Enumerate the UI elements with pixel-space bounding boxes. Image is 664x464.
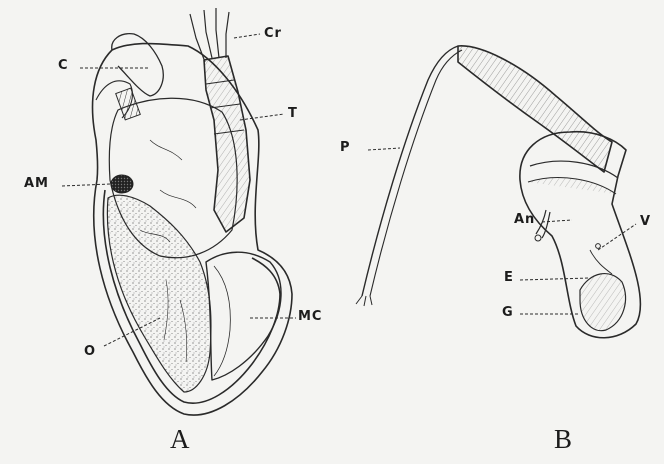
label-an: An bbox=[514, 212, 535, 227]
panel-label-a: A bbox=[170, 424, 190, 455]
thorax-t bbox=[204, 56, 250, 232]
label-t: T bbox=[288, 106, 298, 121]
specimen-b bbox=[356, 46, 640, 338]
ovary-region bbox=[107, 195, 211, 392]
label-o: O bbox=[84, 344, 96, 359]
antennule-an bbox=[536, 210, 550, 238]
label-g: G bbox=[502, 305, 514, 320]
panel-label-b: B bbox=[554, 424, 572, 455]
label-c: C bbox=[58, 58, 69, 73]
peduncle-p bbox=[362, 46, 458, 296]
gland-g bbox=[580, 274, 625, 331]
label-v: V bbox=[640, 214, 651, 229]
label-cr: Cr bbox=[264, 26, 282, 41]
specimen-a bbox=[93, 8, 292, 415]
label-e: E bbox=[504, 270, 514, 285]
label-am: AM bbox=[24, 176, 49, 191]
arm-b bbox=[458, 46, 612, 172]
label-mc: MC bbox=[298, 309, 322, 324]
adductor-muscle bbox=[111, 175, 133, 193]
label-p: P bbox=[340, 140, 351, 155]
cirri-cr bbox=[190, 8, 229, 62]
